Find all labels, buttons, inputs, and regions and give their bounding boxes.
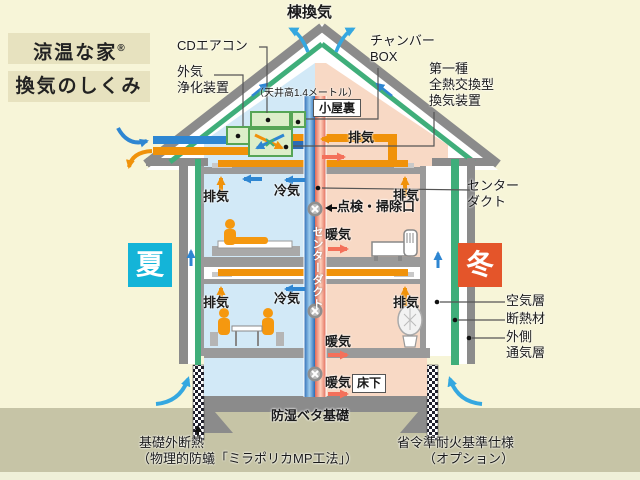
exhaust-label-1f-left: 排気 — [203, 295, 230, 310]
chamber-box-label-line2: BOX — [370, 49, 398, 64]
exhaust-label-2f-left: 排気 — [203, 189, 230, 204]
exhaust-label-2f-right: 排気 — [393, 188, 420, 203]
ground — [0, 408, 640, 480]
insulation-label: 断熱材 — [506, 311, 546, 326]
foundation-insulation-note-line1: 基礎外断熱 — [139, 435, 205, 450]
foundation-insulation-right — [426, 364, 439, 441]
cd-aircon-label: CDエアコン — [177, 38, 248, 53]
purifier-label-line1: 外気 — [177, 64, 204, 79]
fresh-air-intake-pipe — [153, 136, 254, 144]
underfloor-label-box: 床下 — [352, 374, 386, 393]
foundation-slab — [193, 396, 438, 433]
cool-air-label-2f: 冷気 — [274, 183, 301, 198]
chamber-box-label-line1: チャンバー — [370, 33, 435, 48]
potted-plant-1f-right — [397, 304, 423, 348]
cool-air-label-1f: 冷気 — [274, 291, 301, 306]
heat-exchanger-label-line1: 第一種 — [429, 61, 469, 76]
exhaust-label-1f-right: 排気 — [393, 295, 420, 310]
cd-aircon-unit — [250, 111, 291, 128]
exhaust-out-pipe — [153, 147, 253, 155]
warm-air-label-1f: 暖気 — [325, 334, 352, 349]
air-purifier-unit — [226, 126, 250, 145]
heat-exchanger-label-line2: 全熱交換型 — [429, 77, 495, 92]
heat-exchanger-unit — [248, 128, 293, 157]
people-at-table-1f-left — [210, 308, 284, 346]
center-duct-vertical-text: センターダクト — [311, 226, 323, 310]
registered-mark: ® — [117, 43, 125, 54]
warm-air-label-underfloor: 暖気 — [325, 375, 352, 390]
inspection-port-label: 点検・掃除口 — [337, 199, 416, 214]
inspection-port-icons — [307, 201, 323, 382]
ceiling-height-note: （天井高1.4メートル） — [254, 88, 358, 99]
attic-exhaust-label: 排気 — [348, 130, 375, 145]
bed-with-person-2f-left — [212, 219, 300, 256]
leader-lines — [214, 46, 505, 339]
fire-standard-note-line2: （オプション） — [422, 451, 514, 466]
winter-badge: 冬 — [458, 243, 502, 287]
leader-dots — [315, 185, 472, 341]
flow-arrows — [116, 27, 483, 438]
ridge-vent-label: 棟換気 — [287, 4, 333, 21]
warm-air-label-2f: 暖気 — [325, 227, 352, 242]
outer-vent-layer-label-line2: 通気層 — [506, 345, 546, 360]
heat-exchanger-label-line3: 換気装置 — [429, 93, 482, 108]
foundation-insulation-note-line2: （物理的防蟻「ミラポリカMP工法」） — [137, 451, 359, 466]
bed-2f-right — [371, 229, 418, 261]
underfloor-left — [204, 358, 315, 396]
attic-label-box: 小屋裏 — [313, 99, 361, 117]
outer-vent-layer-label-line1: 外側 — [506, 329, 533, 344]
subtitle-box: 換気のしくみ — [8, 71, 150, 102]
summer-badge: 夏 — [128, 243, 172, 287]
chamber-box-unit — [291, 111, 306, 128]
foundation-label: 防湿ベタ基礎 — [271, 408, 350, 423]
brand-title-text: 涼温な家 — [33, 42, 118, 64]
brand-title: 涼温な家® — [8, 33, 150, 64]
center-duct-label-line1: センター — [467, 178, 520, 193]
fire-standard-note-line1: 省令準耐火基準仕様 — [396, 435, 514, 450]
purifier-label-line2: 浄化装置 — [177, 80, 230, 95]
center-duct-label-line2: ダクト — [467, 194, 507, 209]
air-layer-label: 空気層 — [506, 293, 546, 308]
